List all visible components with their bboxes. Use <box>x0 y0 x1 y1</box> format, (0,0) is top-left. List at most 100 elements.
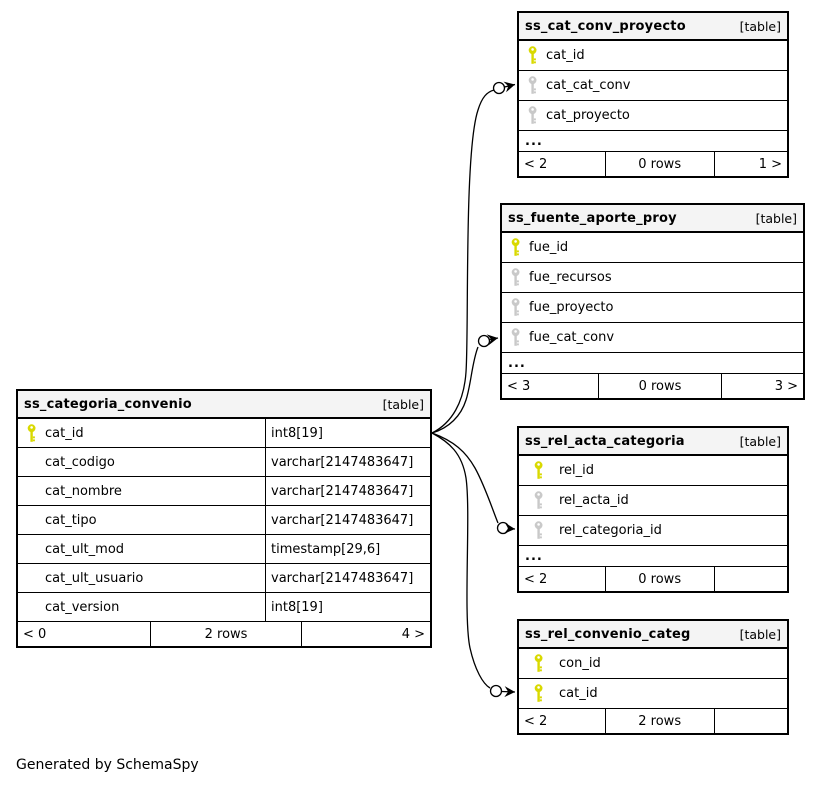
foreign-key-icon <box>528 106 536 124</box>
column-row-cat_cat_conv: cat_cat_conv <box>519 71 787 101</box>
column-name: rel_id <box>559 463 595 478</box>
primary-key-icon <box>27 423 35 442</box>
foreign-key-icon <box>528 76 536 94</box>
generated-by-note: Generated by SchemaSpy <box>16 757 199 773</box>
column-row-cat_proyecto: cat_proyecto <box>519 101 787 131</box>
row-count: 2 rows <box>604 709 715 733</box>
table-ss-rel-acta-categoria: ss_rel_acta_categoria [table] rel_id rel_ac… <box>517 426 789 593</box>
parents-count: < 2 <box>524 571 548 587</box>
foreign-key-icon <box>534 521 543 539</box>
foreign-key-icon <box>511 298 519 316</box>
key-slot <box>502 268 529 287</box>
parents-count: < 2 <box>524 713 548 729</box>
key-slot <box>519 491 559 510</box>
key-slot <box>502 298 529 317</box>
column-name: fue_proyecto <box>529 300 614 315</box>
column-name: fue_recursos <box>529 270 612 285</box>
column-name: fue_id <box>529 240 569 255</box>
parents-count: < 0 <box>23 626 47 642</box>
column-type: int8[19] <box>265 593 430 621</box>
key-slot <box>519 46 546 65</box>
more-columns-ellipsis: ... <box>502 353 803 374</box>
table-ss-fuente-aporte-proy: ss_fuente_aporte_proy [table] fue_id fue_re… <box>500 203 805 400</box>
table-footer: < 2 2 rows <box>519 709 787 733</box>
row-count: 0 rows <box>604 567 715 591</box>
column-type: varchar[2147483647] <box>265 564 430 592</box>
children-count <box>715 567 787 591</box>
column-name: cat_id <box>546 48 585 63</box>
column-name: cat_version <box>45 599 120 615</box>
table-name[interactable]: ss_rel_acta_categoria <box>525 433 685 449</box>
connector-odot <box>492 81 506 95</box>
table-name[interactable]: ss_categoria_convenio <box>24 396 192 412</box>
column-row-fue_cat_conv: fue_cat_conv <box>502 323 803 353</box>
column-name: cat_ult_mod <box>45 541 125 557</box>
column-name: cat_id <box>559 686 598 701</box>
children-count: 4 > <box>401 626 425 642</box>
table-ss-rel-convenio-categ: ss_rel_convenio_categ [table] con_id cat_id… <box>517 619 789 735</box>
key-slot <box>519 106 546 125</box>
foreign-key-icon <box>511 328 519 346</box>
column-name: cat_proyecto <box>546 108 630 123</box>
primary-key-icon <box>534 654 543 672</box>
table-footer: < 2 0 rows <box>519 567 787 591</box>
primary-key-icon <box>534 461 543 479</box>
table-type-tag: [table] <box>755 210 797 226</box>
column-type: timestamp[29,6] <box>265 535 430 563</box>
more-columns-ellipsis: ... <box>519 546 787 567</box>
column-row-fue_id: fue_id <box>502 233 803 263</box>
column-row-con_id: con_id <box>519 649 787 679</box>
table-ss-cat-conv-proyecto: ss_cat_conv_proyecto [table] cat_id cat_cat… <box>517 11 789 178</box>
table-type-tag: [table] <box>739 433 781 449</box>
column-name: cat_id <box>45 425 84 441</box>
column-row-fue_recursos: fue_recursos <box>502 263 803 293</box>
column-row-rel_acta_id: rel_acta_id <box>519 486 787 516</box>
key-slot <box>502 238 529 257</box>
column-name: con_id <box>559 656 601 671</box>
key-slot <box>18 423 45 443</box>
children-count: 1 > <box>758 156 782 172</box>
connector-rel-acta <box>431 432 499 524</box>
column-name: cat_tipo <box>45 512 97 528</box>
column-name: fue_cat_conv <box>529 330 615 345</box>
key-slot <box>519 461 559 480</box>
primary-key-icon <box>528 46 536 64</box>
column-row-cat_id: cat_id <box>519 41 787 71</box>
foreign-key-icon <box>534 491 543 509</box>
row-count: 0 rows <box>598 374 722 398</box>
column-row-cat_version: cat_version int8[19] <box>18 593 430 622</box>
table-name[interactable]: ss_fuente_aporte_proy <box>508 210 677 226</box>
table-header: ss_rel_acta_categoria [table] <box>519 428 787 456</box>
column-type: varchar[2147483647] <box>265 448 430 476</box>
column-type: varchar[2147483647] <box>265 477 430 505</box>
table-name[interactable]: ss_rel_convenio_categ <box>525 626 691 642</box>
key-slot <box>519 654 559 673</box>
parents-count: < 3 <box>507 378 531 394</box>
connector-odot <box>489 684 503 698</box>
parents-count: < 2 <box>524 156 548 172</box>
key-slot <box>502 328 529 347</box>
key-slot <box>519 684 559 703</box>
connector-odot <box>496 521 510 535</box>
table-header: ss_cat_conv_proyecto [table] <box>519 13 787 41</box>
table-header: ss_categoria_convenio[table] <box>18 391 430 419</box>
table-header: ss_fuente_aporte_proy [table] <box>502 205 803 233</box>
column-name: rel_categoria_id <box>559 523 662 538</box>
key-slot <box>519 521 559 540</box>
table-type-tag: [table] <box>739 626 781 642</box>
column-name: cat_cat_conv <box>546 78 631 93</box>
foreign-key-icon <box>511 268 519 286</box>
table-name[interactable]: ss_cat_conv_proyecto <box>525 18 686 34</box>
table-type-tag: [table] <box>739 18 781 34</box>
row-count: 2 rows <box>149 622 303 646</box>
connector-cat-conv-proyecto <box>431 89 495 434</box>
primary-key-icon <box>511 238 519 256</box>
